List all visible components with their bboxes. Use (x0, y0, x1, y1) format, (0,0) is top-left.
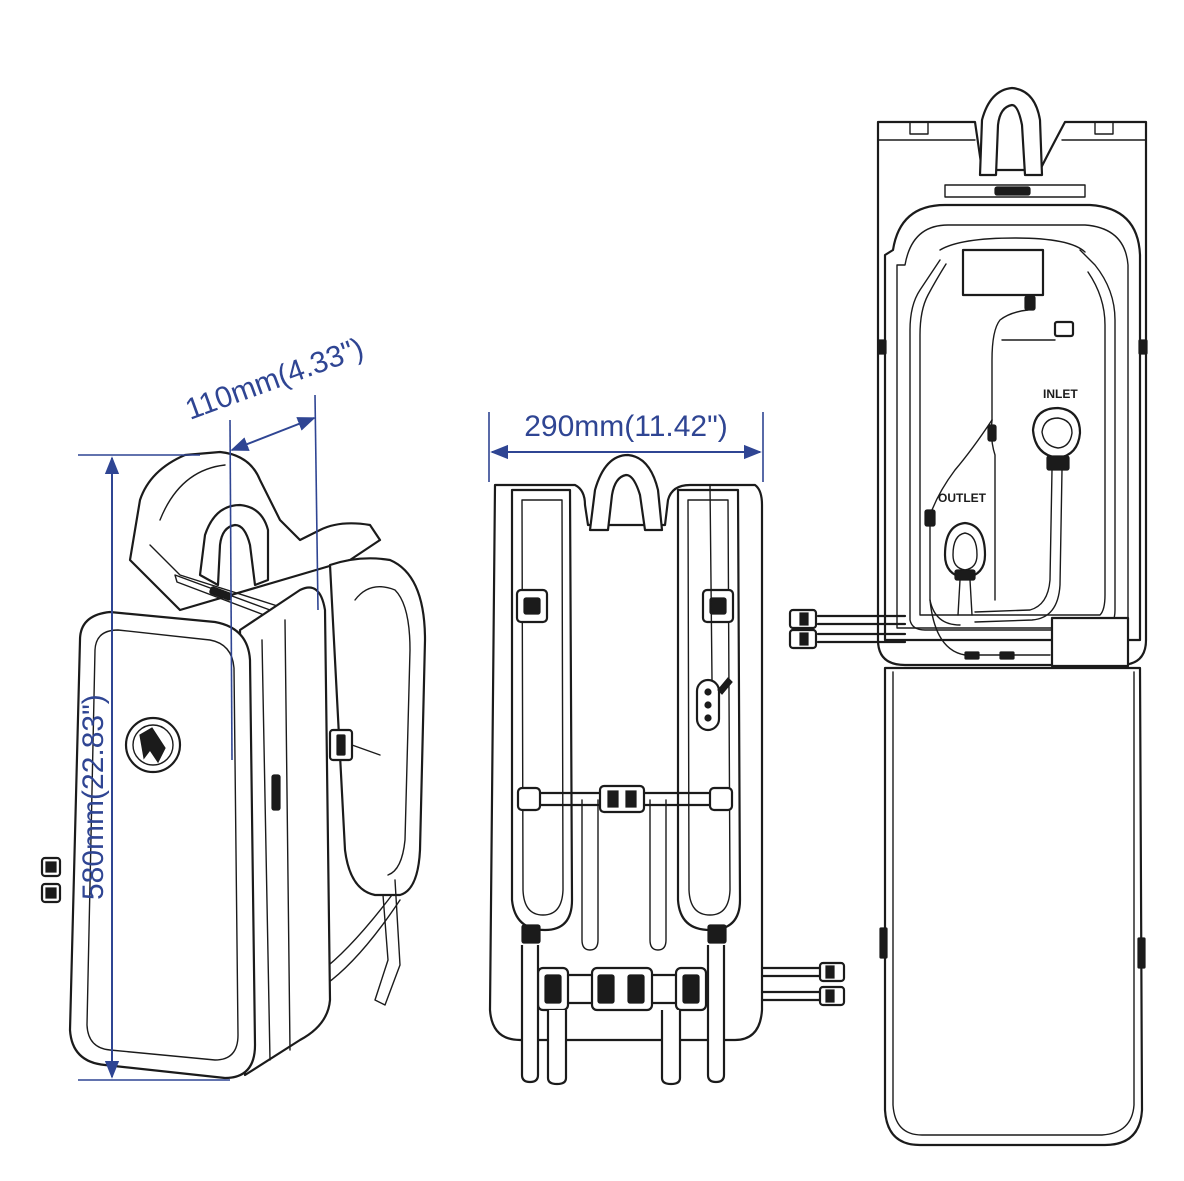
width-dimension: 290mm(11.42") (488, 410, 764, 482)
height-dimension: 580mm(22.83") (77, 454, 230, 1081)
outlet-port (943, 521, 987, 616)
top-handle (198, 503, 270, 587)
body-side (238, 586, 332, 1077)
interior-top-shell (876, 120, 1148, 667)
chest-strap (516, 784, 734, 814)
outlet-label: OUTLET (938, 491, 987, 505)
back-shell (488, 483, 764, 1042)
height-label: 580mm(22.83") (77, 694, 110, 900)
pump-unit (961, 248, 1045, 297)
back-view (488, 453, 846, 1086)
inlet-port (974, 406, 1082, 623)
hose-connector-back (760, 961, 846, 1007)
interior-top-handle (978, 86, 1044, 177)
back-strap-left (510, 488, 574, 932)
waist-belt (536, 966, 708, 1012)
interior-cavity (883, 203, 1142, 642)
hose-connector-interior (788, 608, 907, 650)
battery-box (1050, 616, 1130, 668)
back-top-handle (588, 453, 664, 532)
remote-controller (695, 484, 733, 732)
width-label: 290mm(11.42") (524, 410, 728, 443)
shoulder-strap (328, 557, 427, 897)
hose-connector-left (40, 856, 62, 904)
depth-label: 110mm(4.33") (181, 332, 368, 427)
inlet-label: INLET (1043, 387, 1078, 401)
interior-view: OUTLET INLET (788, 86, 1148, 1147)
open-lid (883, 666, 1144, 1147)
